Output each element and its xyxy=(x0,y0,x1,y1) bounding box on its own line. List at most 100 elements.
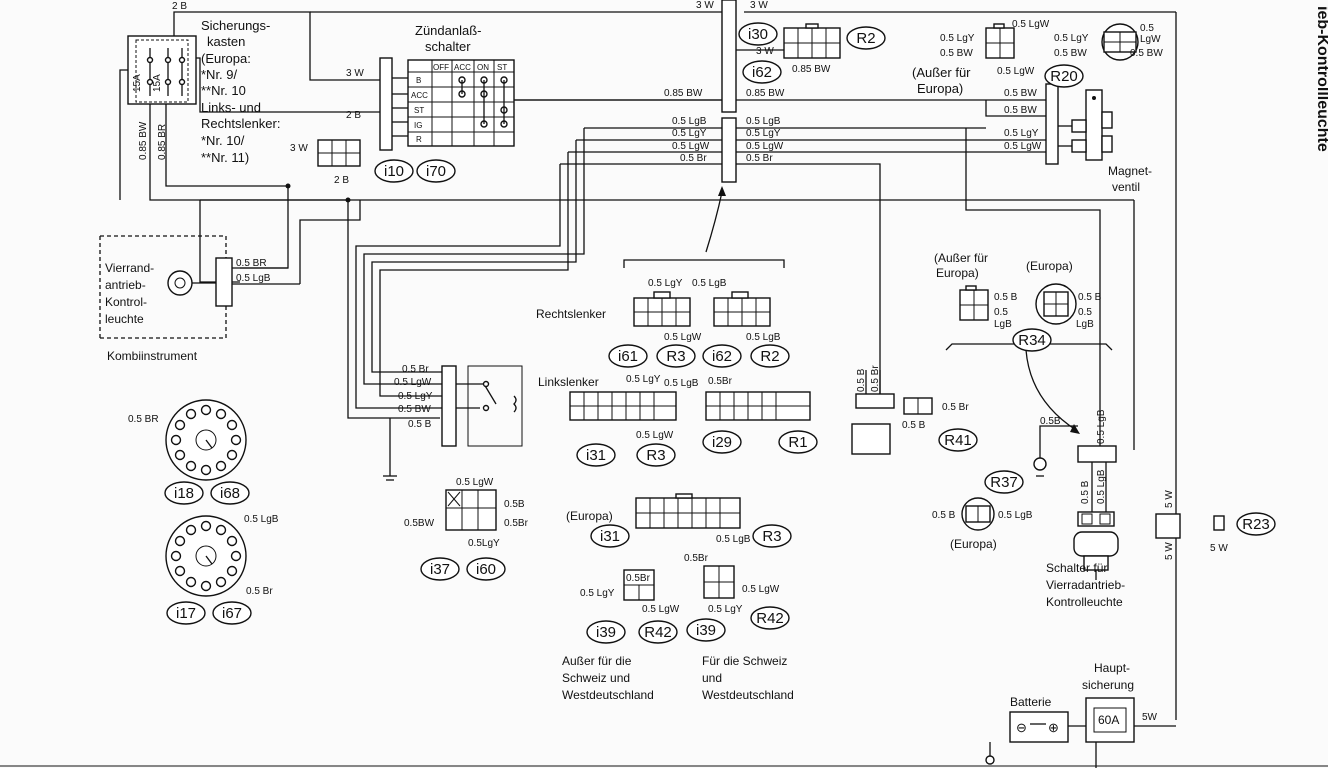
svg-text:0.5 Br: 0.5 Br xyxy=(870,365,881,392)
ignition-switch-caption: Zündanlaß- schalter xyxy=(415,23,481,54)
oval-label-R37: R37 xyxy=(984,470,1024,494)
svg-text:R42: R42 xyxy=(756,610,784,627)
kombi-w1: 0.5 BR xyxy=(236,258,267,269)
r20-aussen-1: (Außer für xyxy=(912,65,971,80)
oval-label-i18: i18 xyxy=(164,481,204,505)
connector-pin xyxy=(215,524,227,536)
fuse-wire-left: 0.85 BW xyxy=(138,121,149,160)
svg-text:0.5Br: 0.5Br xyxy=(708,376,733,387)
svg-text:0.5 BW: 0.5 BW xyxy=(940,48,973,59)
svg-text:0.5B: 0.5B xyxy=(1040,416,1061,427)
fuse-box: 15A 15A 2 B 0.85 BW 0.85 BR xyxy=(127,1,197,160)
svg-text:R42: R42 xyxy=(644,624,672,641)
oval-label-i70: i70 xyxy=(416,159,456,183)
svg-text:0.5Br: 0.5Br xyxy=(626,573,651,584)
svg-text:ST: ST xyxy=(414,106,424,115)
svg-text:R3: R3 xyxy=(762,528,781,545)
r34-conn-left: 0.5 B 0.5 LgB xyxy=(959,285,1018,330)
connector-r20-left: 0.5 LgW 0.5 LgY 0.5 BW 0.5 LgW xyxy=(940,19,1050,77)
connector-pin xyxy=(170,550,182,562)
oval-label-i62b: i62 xyxy=(702,344,742,368)
svg-text:i31: i31 xyxy=(600,528,620,545)
oval-label-R3a: R3 xyxy=(656,344,696,368)
svg-text:i17: i17 xyxy=(176,605,196,622)
oval-label-i39b: i39 xyxy=(686,618,726,642)
switch4wd-w5: 0.5 B xyxy=(408,419,432,430)
svg-text:kasten: kasten xyxy=(207,34,245,49)
r34-europa: (Europa) xyxy=(1026,259,1073,273)
svg-text:LgB: LgB xyxy=(1076,319,1094,330)
connector-pin xyxy=(200,464,212,476)
svg-text:0.5: 0.5 xyxy=(994,307,1008,318)
four-wd-switch xyxy=(441,365,523,447)
svg-text:Zündanlaß-: Zündanlaß- xyxy=(415,23,481,38)
svg-text:0.5LgY: 0.5LgY xyxy=(468,538,500,549)
svg-text:0.5 LgW: 0.5 LgW xyxy=(1012,19,1050,30)
connector-pin xyxy=(226,535,238,547)
svg-text:i18: i18 xyxy=(174,485,194,502)
svg-text:i60: i60 xyxy=(476,561,496,578)
svg-text:i31: i31 xyxy=(586,447,606,464)
svg-text:(Europa:: (Europa: xyxy=(201,51,251,66)
svg-text:0.5 LgY: 0.5 LgY xyxy=(580,588,615,599)
svg-text:0.85 BW: 0.85 BW xyxy=(792,64,831,75)
connector-pin xyxy=(174,535,186,547)
svg-text:5W: 5W xyxy=(1142,712,1158,723)
magnet-w1: 0.5 BW xyxy=(1004,88,1037,99)
svg-text:0.5 LgY: 0.5 LgY xyxy=(708,604,743,615)
kombi-label-4: leuchte xyxy=(105,312,144,326)
svg-text:Rechtslenker:: Rechtslenker: xyxy=(201,116,280,131)
oval-label-i17: i17 xyxy=(166,601,206,625)
svg-text:i62: i62 xyxy=(712,348,732,365)
oval-label-i31a: i31 xyxy=(576,443,616,467)
battery-label: Batterie xyxy=(1010,695,1052,709)
svg-text:R20: R20 xyxy=(1050,68,1078,85)
connector-pin xyxy=(185,576,197,588)
connector-pin xyxy=(230,434,242,446)
svg-text:0.5: 0.5 xyxy=(1140,23,1154,34)
svg-text:0.5 B: 0.5 B xyxy=(994,292,1018,303)
i39-left-cap-1: Außer für die xyxy=(562,654,632,668)
connector-r20-right: 0.5 LgY 0.5 BW 0.5 LgW 0.5 BW xyxy=(1054,23,1163,61)
kombi-label-1: Vierrand- xyxy=(105,261,154,275)
magnet-label-1: Magnet- xyxy=(1108,164,1152,178)
r20-aussen-2: Europa) xyxy=(917,81,963,96)
connector-pin xyxy=(185,524,197,536)
connector-pin xyxy=(200,580,212,592)
magnet-label-2: ventil xyxy=(1112,180,1140,194)
i39-left-cap-3: Westdeutschland xyxy=(562,688,654,702)
oval-label-R41: R41 xyxy=(938,428,978,452)
rechtslenker-conn-a: 0.5 LgY 0.5 LgB 0.5 LgW xyxy=(633,278,727,343)
svg-text:0.5 B: 0.5 B xyxy=(1080,480,1091,504)
r34-aussen-1: (Außer für xyxy=(934,251,988,265)
svg-text:i68: i68 xyxy=(220,485,240,502)
svg-text:0.5 B: 0.5 B xyxy=(902,420,926,431)
svg-text:LgW: LgW xyxy=(1140,34,1161,45)
svg-text:ACC: ACC xyxy=(454,63,471,72)
svg-text:5 W: 5 W xyxy=(1164,542,1175,560)
connector-i37: 0.5 LgW 0.5B 0.5Br 0.5BW 0.5LgY xyxy=(404,477,529,549)
oval-label-i62a: i62 xyxy=(742,60,782,84)
fuse-a-label: 15A xyxy=(132,74,143,92)
connector-pin xyxy=(185,460,197,472)
i39-right-cap-1: Für die Schweiz xyxy=(702,654,787,668)
svg-text:0.5: 0.5 xyxy=(1078,307,1092,318)
connector-pin xyxy=(215,460,227,472)
lamp-switch-cap-1: Schalter für xyxy=(1046,561,1107,575)
switch4wd-w4: 0.5 BW xyxy=(398,404,431,415)
svg-text:0.5B: 0.5B xyxy=(504,499,525,510)
svg-text:i29: i29 xyxy=(712,434,732,451)
svg-text:0.5Br: 0.5Br xyxy=(684,553,709,564)
bus-right-w3: 0.5 LgY xyxy=(746,128,781,139)
svg-text:ON: ON xyxy=(477,63,489,72)
bus-w5: 0.5 Br xyxy=(680,153,707,164)
svg-text:LgB: LgB xyxy=(994,319,1012,330)
connector-pin xyxy=(200,520,212,532)
connector-pin xyxy=(226,565,238,577)
oval-label-R1: R1 xyxy=(778,430,818,454)
svg-text:R2: R2 xyxy=(856,30,875,47)
linkslenker-label: Linkslenker xyxy=(538,375,599,389)
r34-conn-right: 0.5 B 0.5 LgB xyxy=(1035,283,1102,330)
connector-pin xyxy=(174,449,186,461)
